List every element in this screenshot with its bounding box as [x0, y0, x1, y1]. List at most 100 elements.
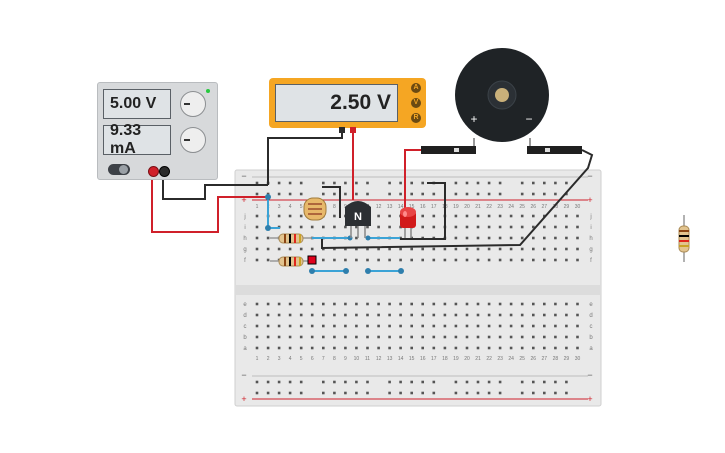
column-number: 27 — [542, 204, 548, 210]
mode-ohmmeter-button[interactable]: R — [411, 113, 421, 123]
rail-minus-label: − — [241, 171, 246, 181]
column-number: 3 — [278, 356, 281, 362]
column-number: 10 — [354, 356, 360, 362]
column-number: 25 — [519, 356, 525, 362]
column-number: 7 — [322, 356, 325, 362]
column-number: 26 — [531, 356, 537, 362]
led-red[interactable] — [400, 207, 416, 238]
column-number: 30 — [575, 204, 581, 210]
column-number: 6 — [311, 356, 314, 362]
column-number: 27 — [542, 356, 548, 362]
terminal-negative[interactable] — [159, 166, 170, 177]
column-number: 2 — [267, 356, 270, 362]
column-number: 21 — [475, 356, 481, 362]
row-label: c — [590, 324, 593, 330]
row-label: f — [590, 258, 592, 264]
row-label: d — [243, 313, 246, 319]
selected-hole-marker[interactable] — [307, 255, 317, 265]
column-number: 4 — [289, 356, 292, 362]
column-number: 13 — [387, 356, 393, 362]
row-label: g — [589, 247, 592, 253]
column-number: 18 — [442, 356, 448, 362]
column-number: 9 — [344, 356, 347, 362]
column-number: 20 — [464, 204, 470, 210]
column-number: 13 — [387, 204, 393, 210]
current-knob[interactable] — [180, 127, 206, 153]
column-number: 12 — [376, 204, 382, 210]
probe-negative[interactable] — [339, 127, 345, 133]
column-number: 15 — [409, 204, 415, 210]
row-label: c — [244, 324, 247, 330]
resistor-2[interactable] — [270, 256, 312, 267]
column-number: 23 — [497, 356, 503, 362]
row-label: j — [589, 214, 591, 220]
wire-red-supply[interactable] — [151, 171, 268, 233]
row-label: e — [243, 302, 247, 308]
blue-jumpers[interactable] — [267, 197, 401, 272]
rail-minus-label: − — [587, 370, 592, 380]
column-number: 25 — [519, 204, 525, 210]
row-label: f — [244, 258, 246, 264]
column-number: 21 — [475, 204, 481, 210]
row-label: b — [243, 335, 247, 341]
wire-black-collector[interactable] — [400, 182, 446, 240]
rail-plus-label: + — [241, 195, 246, 205]
resistor-1[interactable] — [270, 233, 312, 244]
column-number: 28 — [553, 204, 559, 210]
column-number: 16 — [420, 204, 426, 210]
column-number: 11 — [365, 356, 370, 362]
column-number: 23 — [497, 204, 503, 210]
wire-black-supply[interactable] — [162, 171, 268, 200]
column-number: 5 — [300, 204, 303, 210]
rail-plus-label: + — [241, 394, 246, 404]
column-number: 16 — [420, 356, 426, 362]
buzzer-connectors[interactable] — [421, 146, 582, 154]
power-supply[interactable]: 5.00 V 9.33 mA — [97, 82, 218, 180]
column-number: 17 — [431, 204, 437, 210]
column-number: 17 — [431, 356, 437, 362]
breadboard[interactable]: 1122334455667788991010111112121313141415… — [234, 169, 602, 407]
multimeter[interactable]: 2.50 V A V R — [269, 78, 426, 133]
terminal-positive[interactable] — [148, 166, 159, 177]
voltage-knob[interactable] — [180, 91, 206, 117]
row-label: i — [244, 225, 245, 231]
rail-plus-label: + — [587, 394, 592, 404]
column-number: 12 — [376, 356, 382, 362]
row-label: g — [243, 247, 246, 253]
breadboard-holes[interactable] — [255, 181, 579, 395]
wire-black-ldr[interactable] — [322, 186, 341, 218]
column-number: 30 — [575, 356, 581, 362]
column-number: 4 — [289, 204, 292, 210]
column-number: 29 — [564, 204, 570, 210]
row-label: h — [243, 236, 246, 242]
buzzer[interactable]: + − — [455, 48, 549, 150]
wire-red-buzzer[interactable] — [404, 149, 428, 210]
wire-black-multimeter[interactable] — [267, 131, 343, 185]
rail-minus-label: − — [241, 370, 246, 380]
column-number: 22 — [486, 356, 492, 362]
knob-indicator — [184, 103, 190, 105]
transistor-label: N — [354, 211, 362, 223]
column-number: 19 — [453, 356, 459, 362]
mode-voltmeter-button[interactable]: V — [411, 98, 421, 108]
column-number: 24 — [508, 356, 514, 362]
spare-resistor[interactable] — [678, 215, 690, 262]
column-number: 19 — [453, 204, 459, 210]
rail-minus-label: − — [587, 171, 592, 181]
transistor-npn[interactable]: N — [345, 201, 371, 238]
power-switch[interactable] — [108, 164, 130, 175]
wire-black-buzzer[interactable] — [321, 149, 594, 250]
power-led-icon — [206, 89, 210, 93]
column-number: 29 — [564, 356, 570, 362]
column-number: 20 — [464, 356, 470, 362]
mode-ammeter-button[interactable]: A — [411, 83, 421, 93]
probe-positive[interactable] — [350, 127, 356, 133]
photoresistor[interactable] — [303, 197, 327, 221]
psu-current-display: 9.33 mA — [103, 122, 171, 157]
buzzer-plus-label: + — [470, 112, 477, 126]
column-number: 3 — [278, 204, 281, 210]
column-number: 22 — [486, 204, 492, 210]
row-label: e — [589, 302, 593, 308]
jumper-ends — [265, 194, 404, 274]
